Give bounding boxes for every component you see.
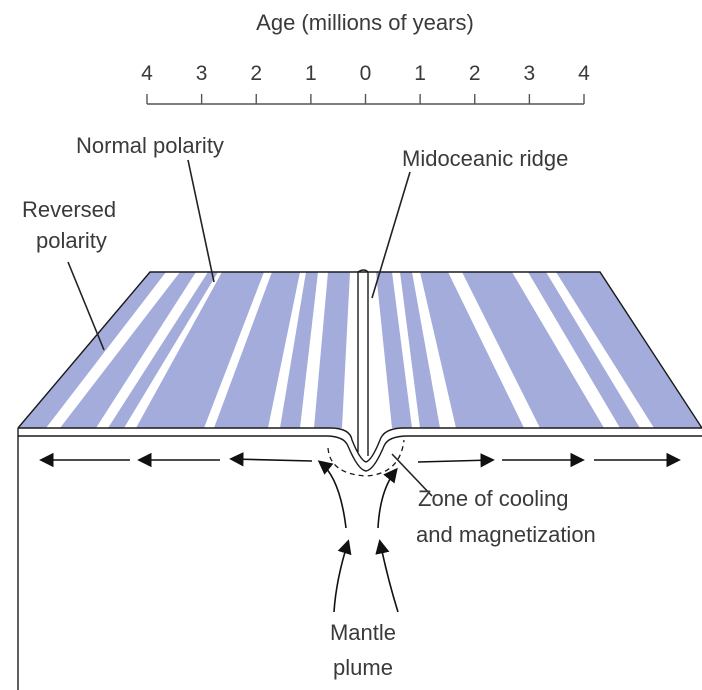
age-axis: Age (millions of years) 4 3 2 1 0 1 2 3 4 bbox=[141, 10, 590, 104]
age-tick-label: 4 bbox=[578, 62, 590, 85]
normal-polarity-label: Normal polarity bbox=[76, 133, 224, 158]
age-tick-label: 2 bbox=[250, 62, 262, 85]
age-axis-title: Age (millions of years) bbox=[256, 10, 474, 35]
reversed-polarity-label-line2: polarity bbox=[36, 228, 107, 253]
reversed-polarity-label-line1: Reversed bbox=[22, 197, 116, 222]
age-tick-marks bbox=[147, 94, 584, 104]
age-tick-label: 3 bbox=[196, 62, 208, 85]
age-tick-label: 3 bbox=[524, 62, 536, 85]
age-tick-label: 1 bbox=[305, 62, 317, 85]
age-tick-labels: 4 3 2 1 0 1 2 3 4 bbox=[141, 62, 590, 85]
cooling-zone-label-line1: Zone of cooling bbox=[418, 486, 568, 511]
age-tick-label: 2 bbox=[469, 62, 481, 85]
leader-normal-polarity bbox=[188, 160, 214, 282]
age-tick-label: 1 bbox=[414, 62, 426, 85]
leader-reversed-polarity bbox=[68, 262, 104, 350]
age-tick-label: 0 bbox=[360, 62, 372, 85]
age-tick-label: 4 bbox=[141, 62, 153, 85]
cooling-zone-label-line2: and magnetization bbox=[416, 522, 596, 547]
midoceanic-ridge-label: Midoceanic ridge bbox=[402, 146, 568, 171]
mantle-plume-label-line2: plume bbox=[333, 655, 393, 680]
mantle-plume-label-line1: Mantle bbox=[330, 620, 396, 645]
